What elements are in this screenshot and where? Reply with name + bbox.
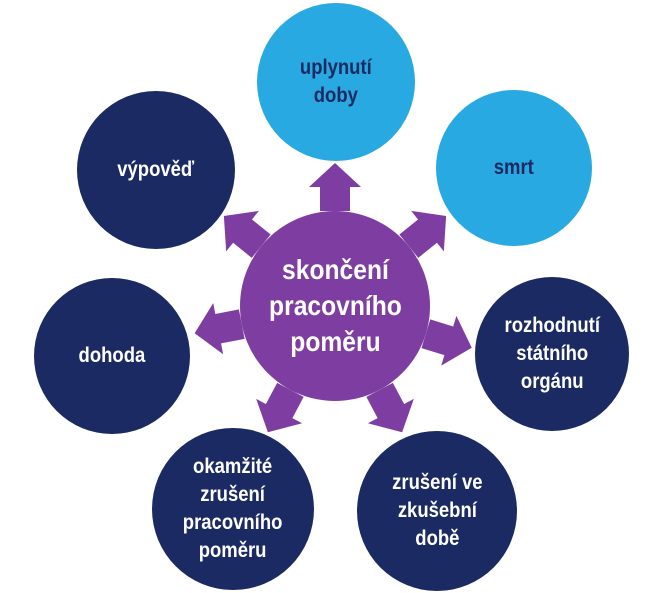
node-label-skonceni-pracovniho-pomeru: skončení pracovního poměru	[268, 254, 402, 357]
arrow-to-vypoved-icon	[223, 210, 271, 258]
node-label-uplynuti-doby: uplynutí doby	[300, 56, 372, 107]
node-circle-rozhodnuti-statniho-organu: rozhodnutí státního orgánu	[475, 277, 629, 431]
node-circle-zruseni-ve-zkusebni-dobe: zrušení ve zkušební době	[357, 431, 517, 591]
node-circle-vypoved: výpověď	[77, 91, 235, 249]
arrow-to-okamzite-zruseni-icon	[256, 382, 304, 433]
arrow-to-dohoda-icon	[194, 303, 245, 355]
node-circle-uplynuti-doby: uplynutí doby	[257, 3, 415, 161]
node-label-dohoda: dohoda	[78, 344, 146, 368]
arrow-to-rozhodnuti-icon	[421, 315, 472, 366]
node-label-vypoved: výpověď	[117, 158, 195, 182]
node-circle-dohoda: dohoda	[34, 278, 190, 434]
node-circle-smrt: smrt	[436, 90, 592, 246]
node-circle-skonceni-pracovniho-pomeru: skončení pracovního poměru	[240, 211, 430, 401]
arrow-to-uplynuti-doby-icon	[309, 163, 361, 211]
node-label-okamzite-zruseni-pracovniho-pomeru: okamžité zrušení pracovního poměru	[183, 455, 283, 562]
node-label-rozhodnuti-statniho-organu: rozhodnutí státního orgánu	[504, 314, 600, 393]
node-label-smrt: smrt	[493, 156, 535, 180]
node-label-zruseni-ve-zkusebni-dobe: zrušení ve zkušební době	[391, 471, 483, 550]
arrow-to-smrt-icon	[399, 210, 447, 258]
node-circle-okamzite-zruseni-pracovniho-pomeru: okamžité zrušení pracovního poměru	[152, 428, 314, 590]
arrow-to-zruseni-ve-zkusebni-dobe-icon	[366, 382, 414, 433]
